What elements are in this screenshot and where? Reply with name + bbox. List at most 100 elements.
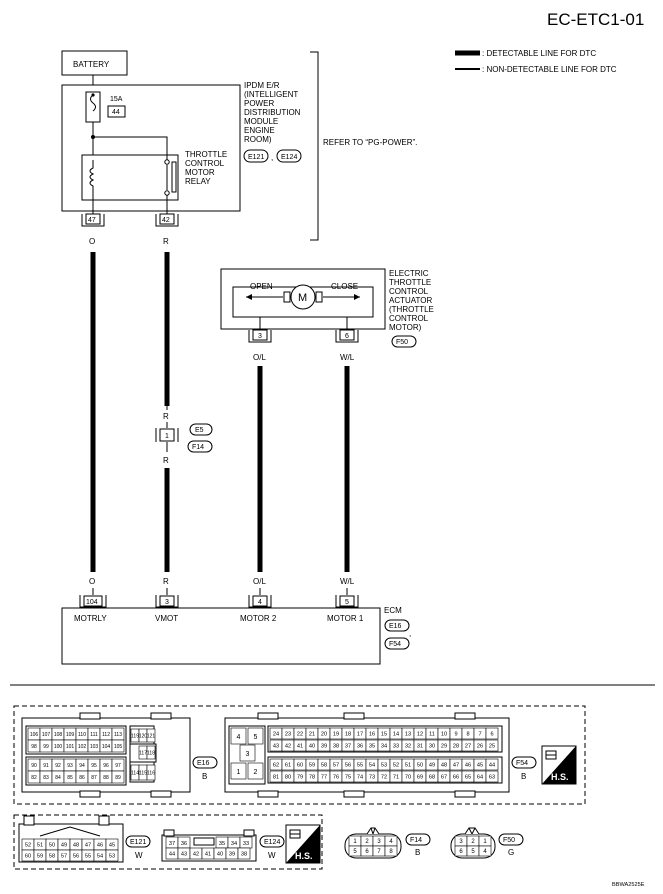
wire-color-r-mid2: R xyxy=(163,456,169,465)
f14-pin-number: 3 xyxy=(377,839,381,845)
svg-text:ELECTRIC: ELECTRIC xyxy=(389,269,429,278)
f54-pin-number: 49 xyxy=(429,763,435,769)
f50-pin-number: 4 xyxy=(483,849,487,855)
e124-pin-number: 38 xyxy=(241,852,247,858)
e16-pin-number: 115 xyxy=(139,770,147,776)
legend-non-detectable: : NON-DETECTABLE LINE FOR DTC xyxy=(482,65,617,74)
conn-f54-face-tag xyxy=(511,756,537,769)
f14-pin-number: 1 xyxy=(353,839,357,845)
f54-pin-number: 50 xyxy=(417,763,423,769)
f54-pin-number: 58 xyxy=(321,763,327,769)
f54-pin-number: 23 xyxy=(285,732,291,738)
e124-pin-number: 35 xyxy=(219,841,225,847)
svg-text:ROOM): ROOM) xyxy=(244,135,272,144)
f54-pin-number: 24 xyxy=(273,732,279,738)
f54-pin-number: 53 xyxy=(381,763,387,769)
f54-pin-number: 78 xyxy=(309,775,315,781)
f54-pin-cell xyxy=(485,727,499,740)
f54-pin-cell xyxy=(239,744,256,762)
f54-pin-cell xyxy=(485,770,499,783)
f54-pin-number: 25 xyxy=(489,744,495,750)
e16-pin-number: 83 xyxy=(43,775,49,781)
ecm-pin-5: 5 xyxy=(335,595,359,608)
f54-pin-number: 30 xyxy=(429,744,435,750)
e16-pin-number: 96 xyxy=(103,763,109,769)
e16-color: B xyxy=(202,772,207,781)
e16-pin-cell xyxy=(146,745,156,760)
ecm-name-motor1: MOTOR 1 xyxy=(327,614,364,623)
e124-pin-number: 40 xyxy=(217,852,223,858)
e16-pin-number: 86 xyxy=(79,775,85,781)
f14-pin-number: 5 xyxy=(353,849,357,855)
e16-pin-number: 84 xyxy=(55,775,61,781)
conn-e5-tag xyxy=(189,423,213,436)
f54-pin-number: 79 xyxy=(297,775,303,781)
e124-pin-number: 33 xyxy=(243,841,249,847)
e16-pin-number: 90 xyxy=(31,763,37,769)
conn-f50: F50 xyxy=(396,339,408,346)
f54-pin-number: 52 xyxy=(393,763,399,769)
fuse-dot xyxy=(91,93,95,97)
conn-e5: E5 xyxy=(195,427,204,434)
e121-pin-number: 49 xyxy=(61,843,67,849)
f54-pin-number: 41 xyxy=(297,744,303,750)
f54-pin-number: 36 xyxy=(357,744,363,750)
f54-pin-number: 81 xyxy=(273,775,279,781)
f54-pin-number: 37 xyxy=(345,744,351,750)
f54-pin-number: 56 xyxy=(345,763,351,769)
e121-pin-number: 50 xyxy=(49,843,55,849)
conn-f50-face-tag xyxy=(498,833,524,846)
f54-pin-cell xyxy=(230,762,247,780)
ecm-label: ECM xyxy=(384,606,402,615)
f54-pin-number: 73 xyxy=(369,775,375,781)
svg-text:(THROTTLE: (THROTTLE xyxy=(389,305,434,314)
f54-pin-number: 67 xyxy=(441,775,447,781)
svg-text:4: 4 xyxy=(258,599,262,606)
e16-pin-number: 100 xyxy=(54,744,63,750)
f14-pin-number: 8 xyxy=(389,849,393,855)
fuse-number-box xyxy=(107,105,126,118)
e124-pin-number: 43 xyxy=(181,852,187,858)
svg-text:,: , xyxy=(271,153,273,162)
f50-pin-cell xyxy=(478,845,492,857)
ipdm-box xyxy=(61,84,241,212)
f14-pin-number: 4 xyxy=(389,839,393,845)
actuator-close: CLOSE xyxy=(331,282,358,291)
f54-color: B xyxy=(521,772,526,781)
f54-pin-number: 18 xyxy=(345,732,351,738)
e16-pin-number: 112 xyxy=(102,732,110,738)
f54-pin-number: 3 xyxy=(246,751,250,758)
f14-pin-number: 6 xyxy=(365,849,369,855)
svg-text:47: 47 xyxy=(88,217,96,224)
f54-pin-number: 6 xyxy=(490,732,493,738)
f54-pin-number: 16 xyxy=(369,732,375,738)
refer-text: REFER TO “PG-POWER”. xyxy=(323,138,417,147)
motor-label: M xyxy=(298,292,307,304)
f54-pin-number: 45 xyxy=(477,763,483,769)
f54-pin-cell xyxy=(485,758,499,771)
f54-pin-number: 77 xyxy=(321,775,327,781)
conn-f54-tag xyxy=(384,637,410,650)
e124-pin-number: 42 xyxy=(193,852,199,858)
e16-pin-number: 97 xyxy=(115,763,121,769)
refer-bracket xyxy=(310,51,319,241)
svg-text:THROTTLE: THROTTLE xyxy=(389,278,431,287)
f54-pin-number: 57 xyxy=(333,763,339,769)
e16-pin-number: 98 xyxy=(31,744,37,750)
wire-color-ol-top: O/L xyxy=(253,353,266,362)
f54-pin-number: 31 xyxy=(417,744,423,750)
ecm-pin-4: 4 xyxy=(248,595,272,608)
relay-contact-bottom xyxy=(164,190,170,196)
e16-pin-number: 120 xyxy=(139,733,148,739)
f54-pin-number: 11 xyxy=(429,732,435,738)
hs-icon-2: H.S. xyxy=(285,824,321,864)
f54-pin-number: 80 xyxy=(285,775,291,781)
e121-pin-number: 60 xyxy=(25,854,31,860)
e16-pin-number: 108 xyxy=(54,732,63,738)
f54-pin-cell xyxy=(230,727,247,745)
e16-pin-number: 91 xyxy=(43,763,49,769)
svg-text:(INTELLIGENT: (INTELLIGENT xyxy=(244,90,298,99)
e16-pin-number: 89 xyxy=(115,775,121,781)
open-arrow-icon xyxy=(246,294,252,300)
